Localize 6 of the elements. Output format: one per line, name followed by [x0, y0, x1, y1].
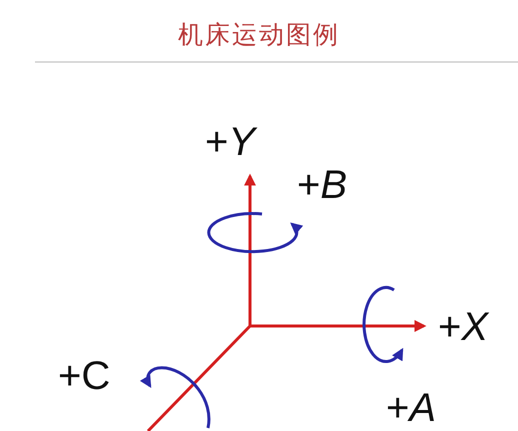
axis-label: +Y: [205, 122, 256, 162]
rotation-label: +A: [386, 388, 436, 428]
rotation-label: +B: [297, 165, 348, 205]
axis-label: +X: [438, 307, 488, 347]
title: 机床运动图例: [177, 19, 341, 51]
rotation-label: +C: [58, 356, 110, 396]
